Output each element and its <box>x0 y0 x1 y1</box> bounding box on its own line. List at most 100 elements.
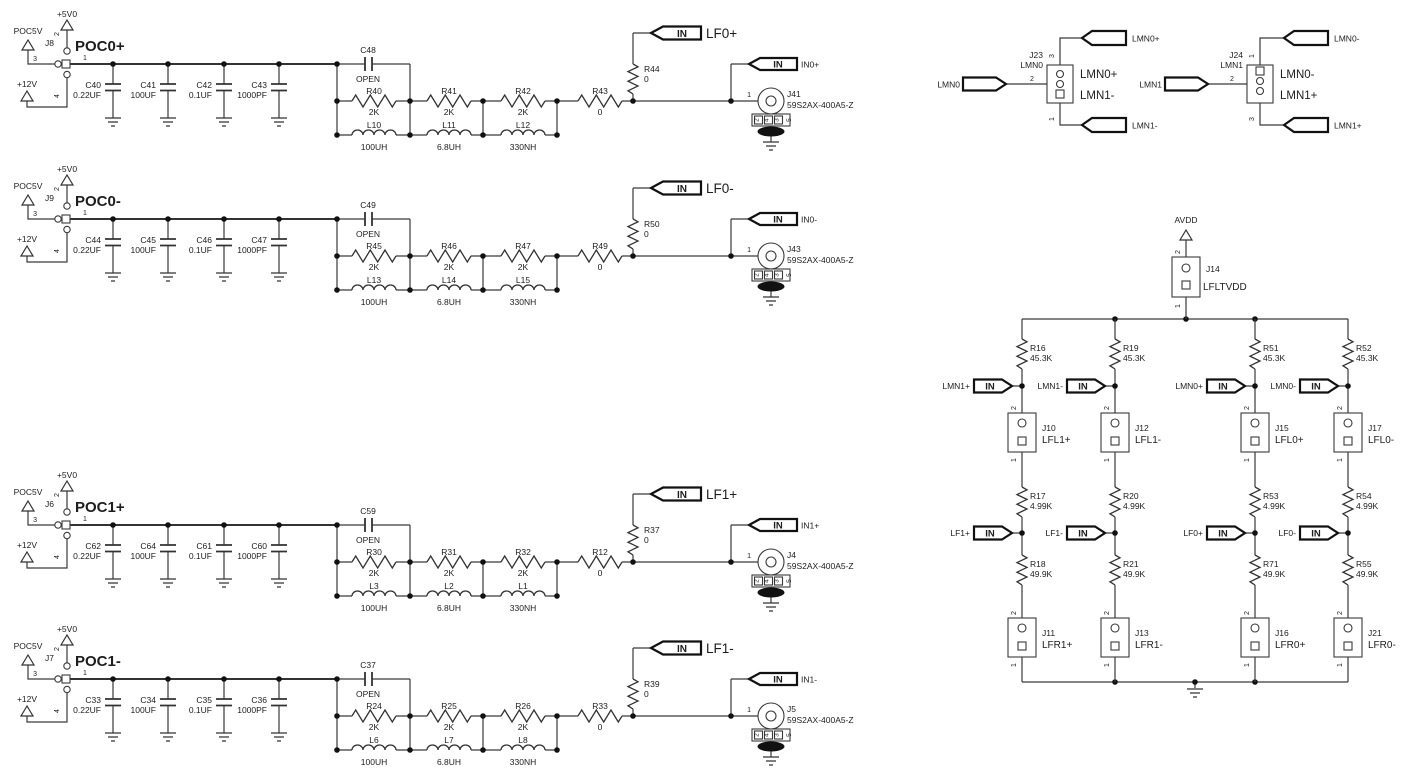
pin-square <box>1250 436 1260 446</box>
pin-circle <box>1181 263 1191 273</box>
connector-ref: J9 <box>45 193 54 203</box>
pin-number: 1 <box>1104 458 1111 462</box>
coax-shield-blob <box>757 741 785 752</box>
wire-segments <box>1006 37 1082 126</box>
pin-circle <box>1343 418 1353 428</box>
in-tag-text: IN <box>1218 382 1228 393</box>
cap-value: 0.1UF <box>189 551 212 561</box>
cap-value: 0.22UF <box>73 551 101 561</box>
cap-value: 0.1UF <box>189 90 212 100</box>
junction-dots <box>110 61 734 138</box>
junction-dots <box>110 676 734 753</box>
junction-dots <box>110 216 734 293</box>
in-tag-text: IN <box>677 29 687 40</box>
power-net-label: AVDD <box>1175 215 1198 225</box>
pin-number: 5 <box>786 273 793 277</box>
power-net-label: +5V0 <box>57 9 77 19</box>
pin-square <box>1343 436 1353 446</box>
connector-part-number: 59S2AX-400A5-Z <box>787 100 854 110</box>
res-ref: R37 <box>644 525 660 535</box>
res-ref: R53 <box>1263 491 1279 501</box>
in-tag-text: IN <box>1078 529 1088 540</box>
in-tag-text: IN <box>677 644 687 655</box>
pin-number: 5 <box>786 118 793 122</box>
cap-ref: C46 <box>196 235 212 245</box>
coax-connector <box>751 242 791 292</box>
res-ref: R16 <box>1030 343 1046 353</box>
connector-ref: J6 <box>45 499 54 509</box>
lflt-network-column: R16 45.3K LMN1+ IN 2 J10 LFL1+ 1 R17 4.9… <box>942 319 1072 682</box>
res-ref: R49 <box>592 241 608 251</box>
pin-number: 1 <box>1249 54 1256 58</box>
res-value: 49.9K <box>1356 569 1379 579</box>
power-net-label: +5V0 <box>57 624 77 634</box>
pin-number: 2 <box>754 273 761 277</box>
res-value: 49.9K <box>1123 569 1146 579</box>
pin-number: 2 <box>1337 406 1344 410</box>
in-net-label: IN0- <box>801 215 817 225</box>
capacitor-plates <box>105 518 373 553</box>
power-net-label: POC5V <box>14 487 43 497</box>
lmn-header-j24: J24 LMN1 LMN0- LMN1+ LMN1 2 1 3 LMN0- LM… <box>1139 29 1362 134</box>
in-tag-text: IN <box>985 529 995 540</box>
pin-number: 3 <box>774 118 781 122</box>
connector-ref: J23 <box>1029 50 1043 60</box>
pin-number: 1 <box>83 55 87 62</box>
power-net-label: POC5V <box>14 26 43 36</box>
connector-name: LMN1 <box>1220 60 1243 70</box>
coax-connector <box>751 87 791 137</box>
res-ref: R41 <box>441 86 457 96</box>
ind-value: 6.8UH <box>437 142 461 152</box>
pin-number: 1 <box>747 92 751 99</box>
in-tag-text: IN <box>1311 529 1321 540</box>
cap-value: 0.22UF <box>73 705 101 715</box>
net-tag <box>1282 29 1330 47</box>
res-value: 2K <box>518 568 529 578</box>
res-ref: R51 <box>1263 343 1279 353</box>
ind-value: 100UH <box>361 142 387 152</box>
poc-filter-row: +5V0 POC5V +12V J9 POC0- 2 3 1 4 C44 0.2… <box>14 164 854 307</box>
cap-ref: C59 <box>360 506 376 516</box>
pin-circle <box>1255 86 1265 96</box>
in-tag-text: IN <box>1218 529 1228 540</box>
net-name: POC1- <box>75 653 121 670</box>
in-net-label: IN0+ <box>801 60 819 70</box>
lf-net-tag <box>648 25 703 41</box>
pin-number: 4 <box>764 733 771 737</box>
cap-value: OPEN <box>356 229 380 239</box>
pin-circle <box>1110 623 1120 633</box>
cap-ref: C34 <box>140 695 156 705</box>
res-value: 2K <box>444 568 455 578</box>
net-tag-label: LMN1- <box>1132 121 1158 131</box>
poc-filter-row: +5V0 POC5V +12V J7 POC1- 2 3 1 4 C33 0.2… <box>14 624 854 767</box>
cap-value: 100UF <box>130 551 156 561</box>
connector-ref: J12 <box>1135 423 1149 433</box>
connector-part-number: 59S2AX-400A5-Z <box>787 715 854 725</box>
pin-number: 3 <box>33 56 37 63</box>
pin-number: 1 <box>1104 663 1111 667</box>
net-tag-label: LMN0 <box>937 80 960 90</box>
res-value: 2K <box>518 722 529 732</box>
pin-circle <box>1250 623 1260 633</box>
res-value: 0 <box>598 722 603 732</box>
cap-ref: C45 <box>140 235 156 245</box>
pin-circle <box>1055 69 1065 79</box>
pin-number: 2 <box>1175 250 1182 254</box>
wire-segments <box>1012 319 1023 682</box>
pin-square <box>1181 280 1191 290</box>
in-net-tag <box>1205 525 1248 541</box>
ind-value: 100UH <box>361 603 387 613</box>
net-tag-label: LMN1+ <box>942 381 970 391</box>
res-ref: R55 <box>1356 559 1372 569</box>
in-net-label: IN1- <box>801 675 817 685</box>
res-ref: R71 <box>1263 559 1279 569</box>
lf-net-label: LF0- <box>706 181 734 196</box>
pin-number: 5 <box>786 733 793 737</box>
pin-number: 1 <box>1175 304 1182 308</box>
cap-value: 1000PF <box>237 90 267 100</box>
res-value: 2K <box>444 722 455 732</box>
net-tag-label: LMN0+ <box>1175 381 1203 391</box>
pin-square <box>1343 641 1353 651</box>
cap-value: 0.22UF <box>73 90 101 100</box>
